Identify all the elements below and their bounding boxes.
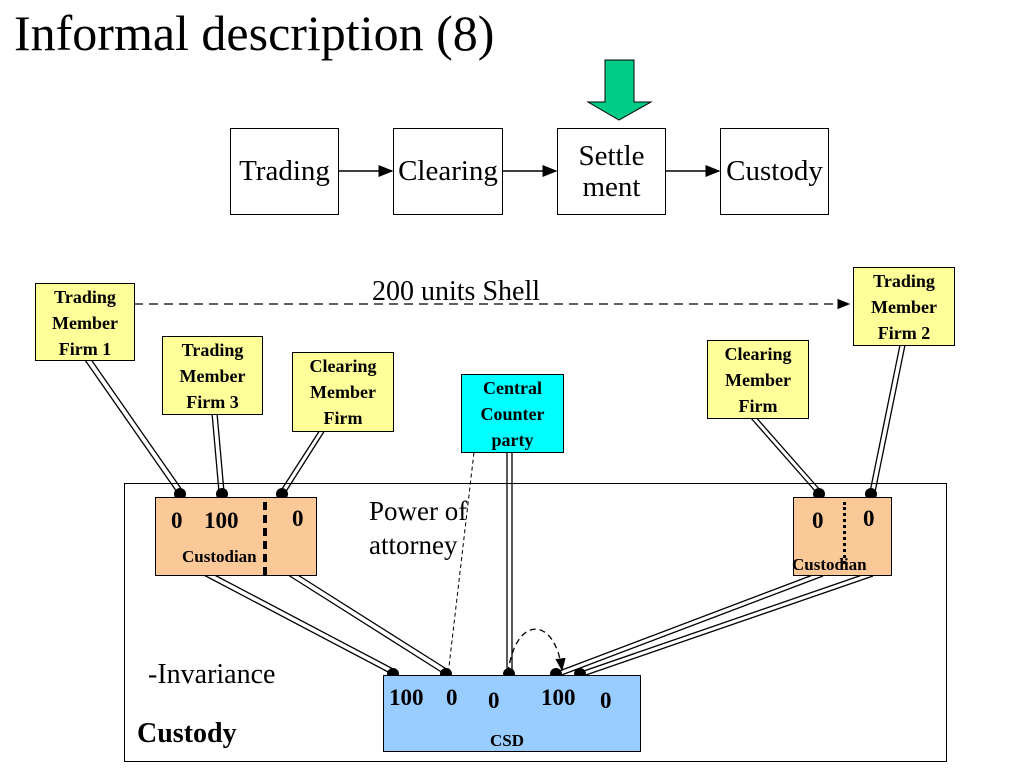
participant-label: party [491,430,534,450]
csd-transfer-curve [507,628,566,674]
flow-step-clearing: Clearing [393,128,503,215]
account-value: 100 [389,685,424,710]
custodian-label: Custodian [792,555,867,574]
account-value: 100 [541,685,576,710]
participant-label: Member [310,382,376,402]
participant-label: Firm [323,408,363,428]
participant-label: Trading [54,287,116,307]
account-value: 0 [446,685,458,710]
participant-label: Firm 1 [58,339,112,359]
account-value: 0 [488,688,500,713]
custody-label: Custody [137,718,237,749]
trading-member-firm-1: Trading Member Firm 1 [35,283,135,361]
account-value: 0 [812,508,824,533]
custodian-label: Custodian [182,547,257,566]
participant-label: Member [52,313,118,333]
account-value: 0 [171,508,183,533]
invariance-label: -Invariance [148,659,276,690]
csd-label: CSD [490,731,525,750]
clearing-member-firm-left: Clearing Member Firm [292,352,394,432]
flow-step-label-line1: Settle [578,139,645,172]
flow-step-custody: Custody [720,128,829,215]
flow-step-settlement: Settle ment [557,128,666,215]
custodian-right: 0 0 Custodian [792,497,892,576]
trading-member-firm-3: Trading Member Firm 3 [162,336,263,415]
power-of-attorney-line [447,417,479,676]
participant-label: Member [179,366,246,386]
flow-step-label: Clearing [398,155,498,187]
transfer-label: 200 units Shell [372,276,541,307]
participant-label: Counter [480,404,545,424]
csd-box: 100 0 0 100 0 CSD [383,675,641,752]
flow-step-label: Trading [239,155,330,187]
participant-label: Member [871,297,937,317]
participant-label: Trading [873,271,935,291]
account-value: 0 [292,506,304,531]
down-arrow-icon [586,59,653,121]
participant-label: Central [483,378,542,398]
account-divider [263,502,267,575]
page-title: Informal description (8) [14,5,495,61]
flow-step-label-line2: ment [582,170,641,203]
account-value: 100 [204,508,239,533]
custodian-left: 0 100 0 Custodian [155,497,317,576]
participant-label: Firm [738,396,778,416]
account-divider [843,502,846,564]
flow-step-label: Custody [726,155,823,187]
trading-member-firm-2: Trading Member Firm 2 [853,267,955,346]
participant-label: Trading [181,340,244,360]
participant-label: Firm 3 [186,392,239,412]
clearing-member-firm-right: Clearing Member Firm [707,340,809,419]
flow-step-trading: Trading [230,128,339,215]
participant-label: Clearing [309,356,377,376]
power-of-attorney-line2: attorney [369,530,458,560]
participant-label: Firm 2 [877,323,931,343]
power-of-attorney-label: Power of attorney [369,494,467,562]
central-counterparty: Central Counter party [461,374,564,453]
custody-frame [124,483,947,762]
participant-label: Member [725,370,791,390]
account-value: 0 [863,506,875,531]
power-of-attorney-line1: Power of [369,496,468,526]
account-value: 0 [600,688,612,713]
participant-label: Clearing [724,344,792,364]
